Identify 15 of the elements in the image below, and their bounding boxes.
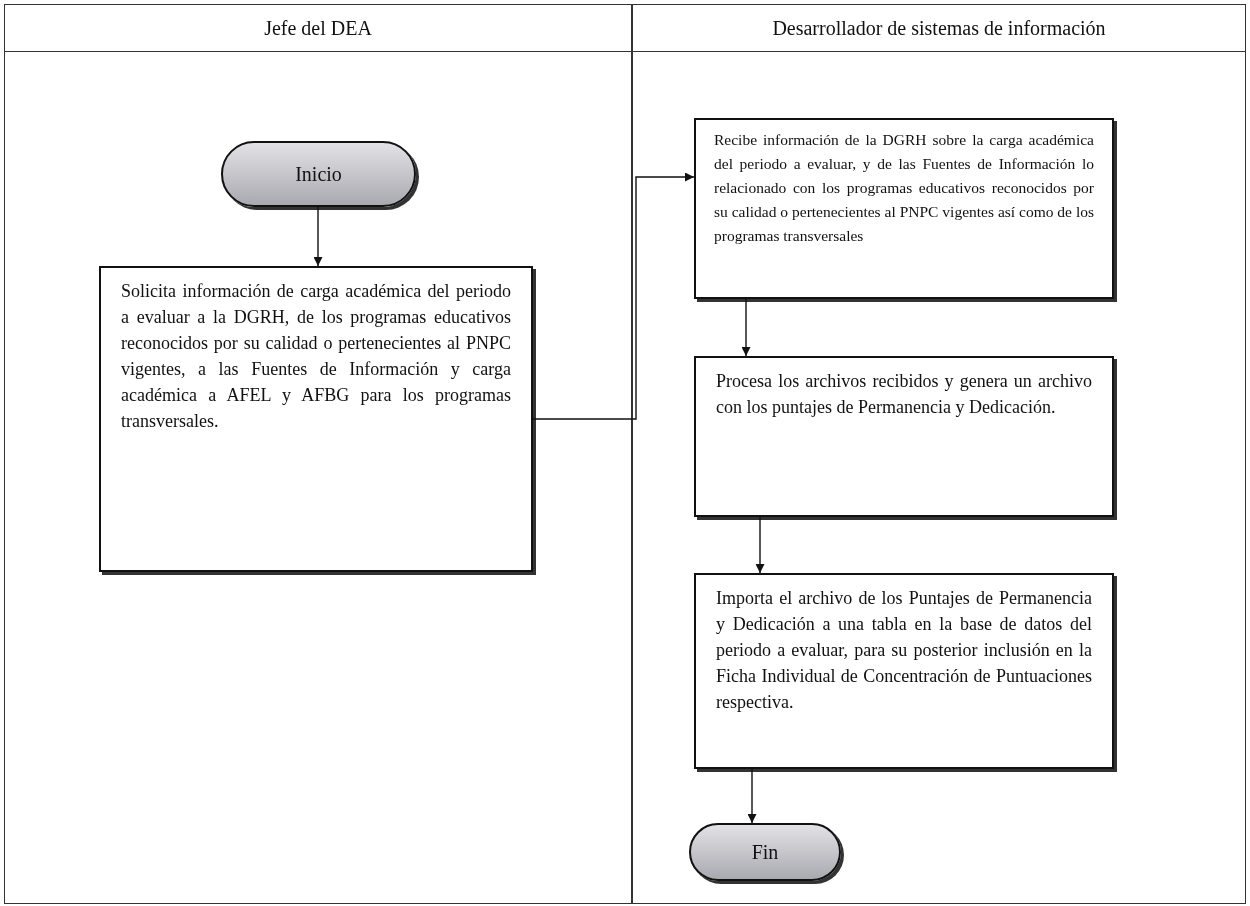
process-box: Procesa los archivos recibidos y genera un archivo con los puntajes de Permanencia y Dedicación. xyxy=(694,356,1114,517)
process-box: Solicita información de carga académica del periodo a evaluar a la DGRH, de los programas educativos reconocidos por su calidad o pertenecientes al PNPC vigentes, a las Fuentes de Información y carga académica a AFEL y AFBG para los programas transversales. xyxy=(99,266,533,572)
lane-title: Jefe del DEA xyxy=(264,16,372,40)
arrow xyxy=(747,768,757,824)
lane-title: Desarrollador de sistemas de información xyxy=(772,16,1106,40)
arrow xyxy=(755,516,765,574)
swimlane xyxy=(4,4,632,904)
process-box: Recibe información de la DGRH sobre la carga académica del periodo a evaluar, y de las Fuentes de Información lo relacionado con los programas educativos reconocidos por su calidad o pertenecientes al PNPC vigentes así como de los programas transversales xyxy=(694,118,1114,299)
swimlane xyxy=(632,4,1246,904)
arrow xyxy=(741,298,751,357)
arrow xyxy=(532,172,695,420)
process-box: Importa el archivo de los Puntajes de Permanencia y Dedicación a una tabla en la base de datos del periodo a evaluar, para su posterior inclusión en la Ficha Individual de Concentración de Puntuaciones respectiva. xyxy=(694,573,1114,769)
terminator-shape: Inicio xyxy=(221,141,416,207)
arrow xyxy=(313,206,323,267)
terminator-shape: Fin xyxy=(689,823,841,881)
